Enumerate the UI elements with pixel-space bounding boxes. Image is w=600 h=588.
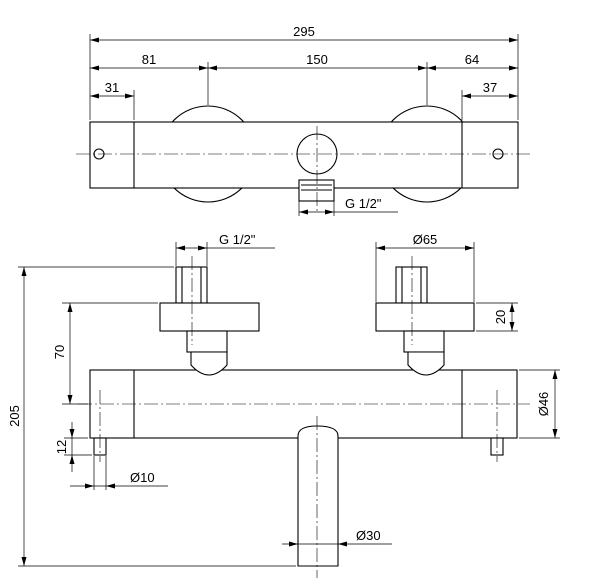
arrowhead [289,541,298,547]
arrowhead [509,303,515,312]
right-neck-curve [407,351,445,376]
flange-dia-label: Ø65 [413,232,438,247]
arrowhead [90,37,99,43]
arrowhead [418,65,427,71]
dim-right-label: 64 [465,52,479,67]
dim-overall-label: 295 [293,24,315,39]
arrowhead [509,65,518,71]
arrowhead [90,65,99,71]
arrowhead [376,245,385,251]
dim-left-label: 81 [142,52,156,67]
arrowhead [69,429,75,438]
body-dia-label: Ø46 [536,392,551,417]
left-flange-plate [159,302,260,332]
total-height-label: 205 [7,405,22,427]
dim-left-end-label: 31 [105,80,119,95]
right-inlet-thread [395,266,428,304]
arrowhead [299,209,308,215]
front-view: G 1/2" Ø65 20 Ø46 70 205 [7,232,560,578]
spout [297,425,339,567]
arrowhead [198,245,207,251]
arrowhead [67,303,73,312]
thread-outlet-label: G 1/2" [345,196,382,211]
right-flange-plate [375,302,475,332]
dim-middle-label: 150 [306,52,328,67]
flange-thk-label: 20 [493,310,508,324]
arrowhead [465,245,474,251]
arrowhead [125,93,134,99]
inlet-height-label: 70 [52,345,67,359]
arrowhead [427,65,436,71]
arrowhead [338,541,347,547]
arrowhead [106,483,115,489]
arrowhead [462,93,471,99]
arrowhead [552,429,558,438]
arrowhead [325,209,334,215]
pin-dia-label: Ø10 [130,470,155,485]
dim-right-end-label: 37 [483,80,497,95]
arrowhead [208,65,217,71]
arrowhead [509,37,518,43]
arrowhead [21,267,27,276]
right-hex-neck [403,330,445,353]
arrowhead [21,557,27,566]
pin-height-label: 12 [54,440,69,454]
arrowhead [509,322,515,331]
arrowhead [85,483,94,489]
spout-dia-label: Ø30 [356,528,381,543]
arrowhead [176,245,185,251]
thread-inlet-label: G 1/2" [219,232,256,247]
arrowhead [67,395,73,404]
top-view: 295 81 150 64 31 37 G 1/2" [76,24,530,216]
arrowhead [69,455,75,464]
arrowhead [509,93,518,99]
arrowhead [90,93,99,99]
left-hex-neck [186,330,228,353]
left-inlet-thread [175,266,208,304]
arrowhead [552,370,558,379]
arrowhead [199,65,208,71]
left-neck-curve [190,351,228,376]
